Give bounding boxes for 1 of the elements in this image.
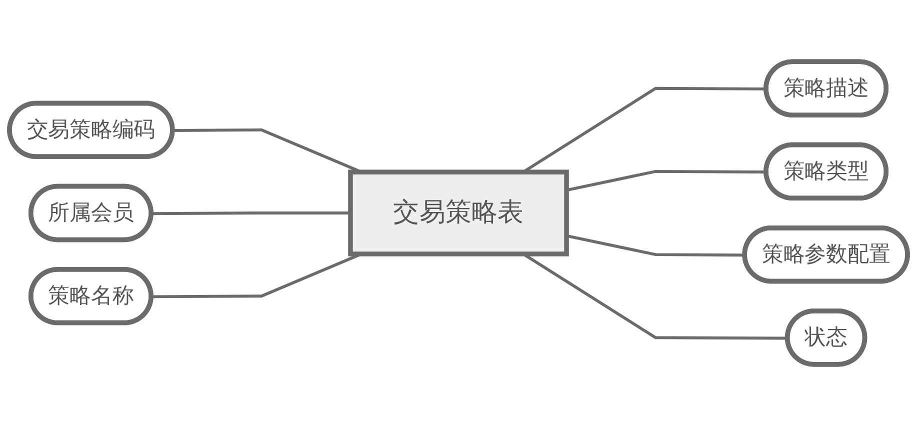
node-box: 交易策略表 bbox=[348, 170, 569, 256]
